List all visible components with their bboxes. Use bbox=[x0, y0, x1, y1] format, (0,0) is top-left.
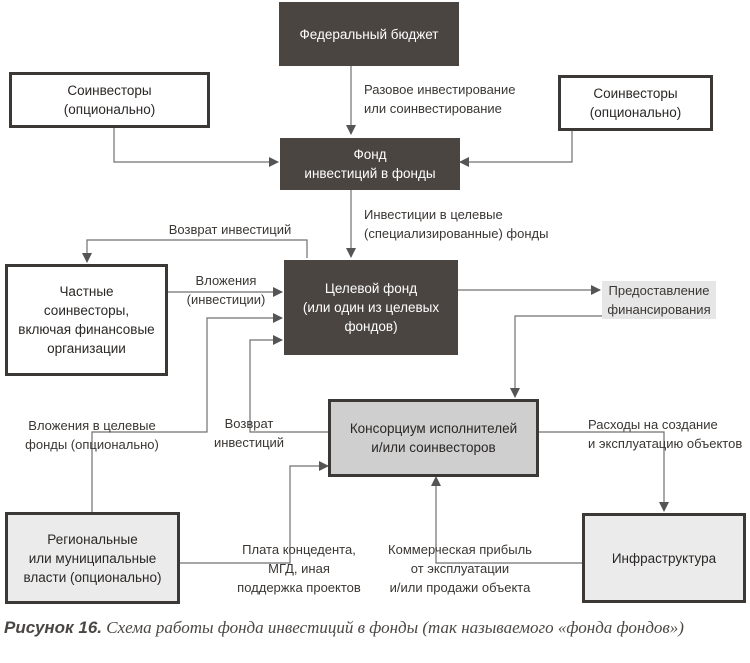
arrow-coinvestors-right-to-fund bbox=[459, 131, 573, 167]
target-fund-box: Целевой фонд (или один из целевых фондов… bbox=[284, 260, 458, 355]
label-return-top: Возврат инвестиций bbox=[168, 222, 292, 237]
label-provision-financing: Предоставление финансирования bbox=[602, 281, 716, 319]
federal-budget-text: Федеральный бюджет bbox=[299, 26, 439, 42]
label-investments: Вложения (инвестиции) bbox=[186, 273, 266, 307]
caption-prefix: Рисунок 16. bbox=[4, 618, 103, 637]
target-fund-text: Целевой фонд (или один из целевых фондов… bbox=[302, 281, 440, 334]
federal-budget-box: Федеральный бюджет bbox=[279, 2, 459, 66]
label-concession: Плата концедента, МГД, иная поддержка пр… bbox=[237, 542, 361, 595]
arrow-provision-to-consortium bbox=[510, 315, 655, 398]
infrastructure-text: Инфраструктура bbox=[611, 550, 717, 566]
consortium-text: Консорциум исполнителей и/или соинвестор… bbox=[349, 421, 518, 455]
private-coinvestors-box: Частные соинвесторы, включая финансовые … bbox=[5, 264, 168, 376]
regional-authorities-text: Региональные или муниципальные власти (о… bbox=[23, 531, 162, 585]
arrow-coinvestors-left-to-fund bbox=[113, 128, 279, 167]
arrow-regional-to-consortium bbox=[180, 461, 329, 564]
arrow-infra-to-consortium bbox=[431, 476, 582, 564]
label-target-investments: Инвестиции в целевые (специализированные… bbox=[364, 207, 549, 241]
arrow-regional-to-target bbox=[91, 313, 283, 512]
label-one-time-investment: Разовое инвестирование или соинвестирова… bbox=[364, 82, 516, 116]
label-target-optional: Вложения в целевые фонды (опционально) bbox=[25, 418, 159, 452]
figure-caption: Рисунок 16. Схема работы фонда инвестици… bbox=[4, 616, 746, 639]
infrastructure-box: Инфраструктура bbox=[582, 513, 746, 603]
label-return-mid: Возврат инвестиций bbox=[213, 416, 285, 450]
arrow-consortium-to-target bbox=[249, 335, 328, 433]
fund-of-funds-box: Фонд инвестиций в фонды bbox=[280, 138, 460, 190]
fund-of-funds-text: Фонд инвестиций в фонды bbox=[304, 147, 436, 181]
regional-authorities-box: Региональные или муниципальные власти (о… bbox=[5, 512, 180, 604]
caption-text: Схема работы фонда инвестиций в фонды (т… bbox=[106, 618, 684, 637]
label-profit: Коммерческая прибыль от эксплуатации и/и… bbox=[388, 542, 532, 595]
label-costs: Расходы на создание и эксплуатацию объек… bbox=[588, 417, 743, 451]
coinvestors-right-text: Соинвесторы (опционально) bbox=[589, 86, 682, 120]
coinvestors-left-box: Соинвесторы (опционально) bbox=[9, 72, 210, 128]
coinvestors-left-text: Соинвесторы (опционально) bbox=[63, 83, 156, 117]
arrow-consortium-to-infra bbox=[539, 431, 669, 512]
consortium-box: Консорциум исполнителей и/или соинвестор… bbox=[328, 399, 539, 477]
coinvestors-right-box: Соинвесторы (опционально) bbox=[558, 75, 713, 131]
arrow-return-to-private bbox=[82, 239, 308, 263]
private-coinvestors-text: Частные соинвесторы, включая финансовые … bbox=[18, 284, 155, 356]
